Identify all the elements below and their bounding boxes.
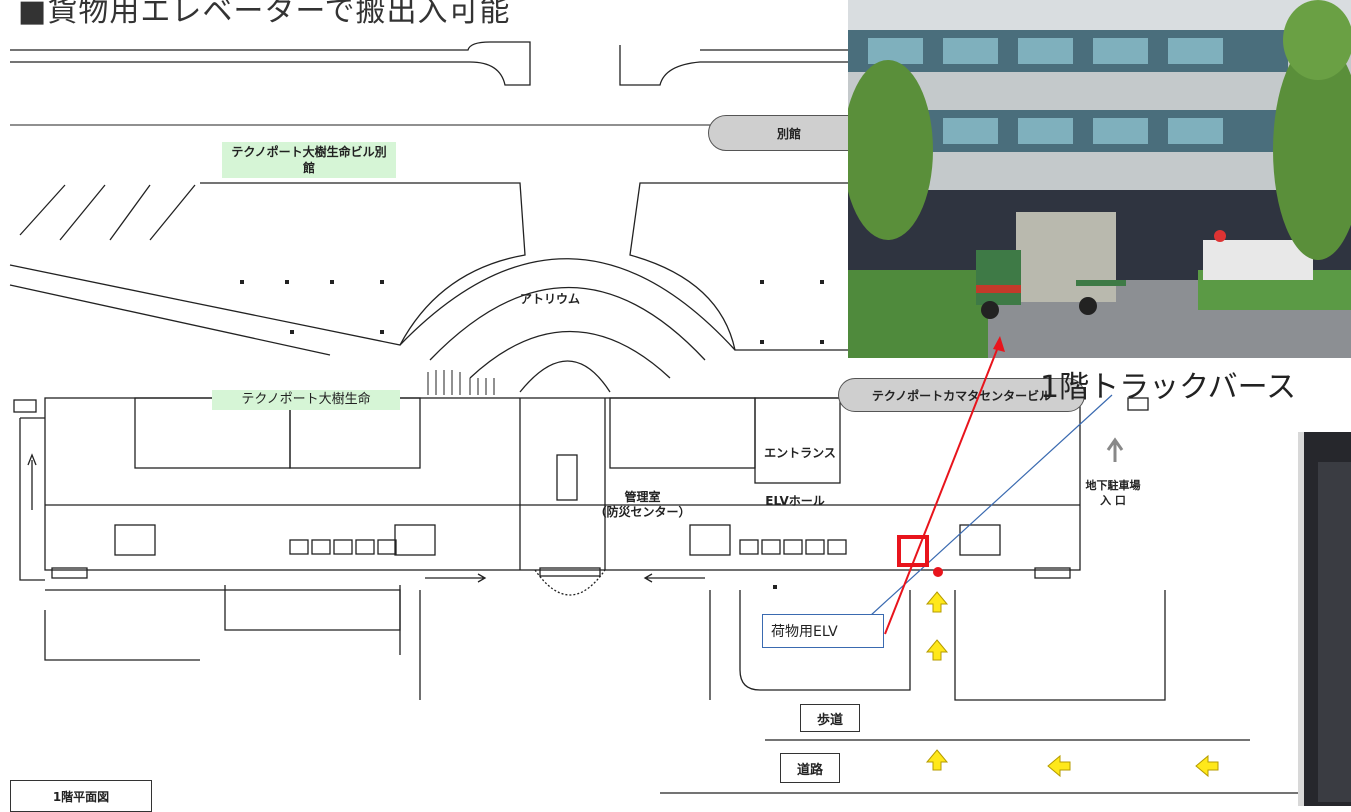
arrow-up-3 <box>925 749 949 771</box>
arrow-left-2 <box>1195 754 1219 778</box>
traffic-arrows <box>925 591 1219 778</box>
freight-elevator-photo-art <box>1298 432 1351 806</box>
callout-connector-line <box>869 394 1113 617</box>
main-building-outline <box>44 397 1081 571</box>
freight-elevator-photo <box>1298 432 1351 806</box>
elv-to-photo-line <box>884 341 1001 635</box>
annex-building-label: テクノポート大樹生命ビル別館 <box>222 142 396 178</box>
walkway-right <box>619 45 880 86</box>
entrance-label: エントランス <box>764 446 836 460</box>
walkway-left <box>10 41 531 86</box>
road-label: 道路 <box>780 753 840 783</box>
kamata-center-pill-label: テクノポートカマタセンタービル <box>838 378 1085 412</box>
berth-point-marker <box>933 567 943 577</box>
truck-berth-photo-art <box>848 0 1351 358</box>
truck-berth-photo <box>848 0 1351 358</box>
atrium-outer-arc <box>399 258 736 351</box>
arrow-up-2 <box>925 639 949 661</box>
freight-elv-marker <box>897 535 929 567</box>
freight-elv-callout: 荷物用ELV <box>762 614 884 648</box>
parking-entrance-label: 地下駐車場 入 口 <box>1085 479 1141 507</box>
page-heading: ■貨物用エレベーターで搬出入可能 <box>18 0 511 29</box>
elv-hall-label: ELVホール <box>765 494 825 508</box>
red-arrowhead <box>993 336 1005 352</box>
arrow-left-1 <box>1047 754 1071 778</box>
arrow-up-1 <box>925 591 949 613</box>
annex-west-wall <box>179 182 526 346</box>
management-office-label: 管理室 （防災センター） <box>594 490 691 519</box>
atrium-label: アトリウム <box>519 292 580 306</box>
sidewalk-label: 歩道 <box>800 704 860 732</box>
truck-berth-callout: 1階トラックバース <box>1040 370 1297 405</box>
toilet-stalls <box>289 539 847 555</box>
main-building-label: テクノポート大樹生命 <box>212 390 400 410</box>
